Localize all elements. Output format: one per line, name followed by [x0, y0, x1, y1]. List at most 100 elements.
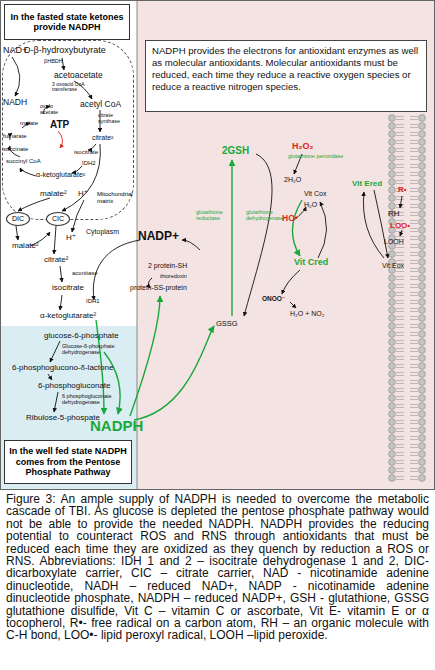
- lipid-tail: [396, 365, 418, 368]
- cytoplasm-band: [137, 0, 435, 490]
- pathway-label: citrate²: [92, 134, 113, 141]
- lipid-head: [389, 467, 396, 474]
- lipid-head: [419, 299, 426, 306]
- lipid-tail: [396, 157, 418, 160]
- lipid-head: [419, 267, 426, 274]
- pentose-band: [0, 326, 137, 490]
- lipid-head: [389, 371, 396, 378]
- lipid-tail: [396, 149, 418, 152]
- lipid-head: [419, 171, 426, 178]
- pathway-label: RH: [388, 210, 400, 218]
- lipid-head: [419, 123, 426, 130]
- pathway-label: H₂O: [304, 201, 317, 208]
- pathway-arrow: [50, 341, 60, 362]
- pathway-label: H₂O₂: [292, 142, 314, 151]
- lipid-head: [419, 115, 426, 122]
- lipid-tail: [396, 325, 418, 328]
- lipid-tail: [396, 357, 418, 360]
- figure-caption: Figure 3: An ample supply of NADPH is ne…: [6, 493, 429, 642]
- lipid-head: [419, 139, 426, 146]
- lipid-head: [389, 315, 396, 322]
- pathway-label: aconitase: [72, 270, 98, 276]
- lipid-head: [389, 147, 396, 154]
- lipid-tail: [396, 133, 418, 136]
- cell-membrane: [389, 115, 426, 482]
- lipid-tail: [396, 341, 418, 344]
- pathway-label: acetyl CoA: [80, 100, 121, 109]
- node-text: CIC: [47, 213, 69, 225]
- pathway-label: D-β-hydroxybutyrate: [24, 46, 106, 55]
- pathway-arrow: [16, 226, 18, 240]
- pathway-arrow: [400, 196, 402, 208]
- pathway-label: isocitrate: [74, 149, 98, 155]
- lipid-tail: [396, 277, 418, 280]
- lipid-head: [419, 251, 426, 258]
- lipid-head: [419, 363, 426, 370]
- lipid-head: [389, 435, 396, 442]
- lipid-head: [419, 323, 426, 330]
- lipid-tail: [396, 317, 418, 320]
- lipid-tail: [396, 413, 418, 416]
- lipid-head: [419, 259, 426, 266]
- pathway-label: ONOO⁻: [262, 296, 285, 303]
- lipid-head: [419, 187, 426, 194]
- pathway-label: glutathione dehydrogenase: [246, 210, 282, 222]
- pathway-arrow: [20, 168, 36, 176]
- lipid-head: [389, 475, 396, 482]
- lipid-tail: [396, 293, 418, 296]
- lipid-tail: [396, 309, 418, 312]
- pathway-label: βHBDH: [44, 59, 63, 65]
- pathway-label: malate²: [12, 242, 39, 250]
- lipid-head: [389, 171, 396, 178]
- lipid-tail: [396, 429, 418, 432]
- lipid-head: [389, 163, 396, 170]
- lipid-head: [389, 155, 396, 162]
- pathway-arrow: [18, 198, 50, 211]
- lipid-tail: [396, 165, 418, 168]
- pathway-arrow: [60, 266, 62, 282]
- lipid-head: [419, 467, 426, 474]
- pathway-arrow: [72, 200, 84, 232]
- lipid-head: [389, 331, 396, 338]
- pathway-label: glutathione peroxidase: [288, 154, 343, 160]
- pathway-arrow: [400, 230, 402, 236]
- pathway-label: 6-phosphogluconate: [38, 382, 111, 390]
- lipid-head: [419, 219, 426, 226]
- pathway-label: malate²: [40, 190, 67, 198]
- lipid-head: [419, 283, 426, 290]
- pathway-label: Vit Eox: [382, 262, 404, 269]
- lipid-head: [419, 419, 426, 426]
- lipid-head: [389, 291, 396, 298]
- lipid-head: [419, 195, 426, 202]
- lipid-head: [389, 355, 396, 362]
- lipid-head: [419, 451, 426, 458]
- lipid-tail: [396, 301, 418, 304]
- pathway-label: α-ketoglutarate²: [40, 312, 96, 320]
- lipid-tail: [396, 285, 418, 288]
- pathway-arrow: [130, 296, 160, 416]
- pathway-label: NADP+: [138, 230, 179, 243]
- lipid-head: [389, 299, 396, 306]
- lipid-head: [389, 379, 396, 386]
- lipid-head: [389, 363, 396, 370]
- lipid-head: [419, 475, 426, 482]
- pathway-label: acetoacetate: [54, 71, 103, 80]
- lipid-head: [419, 355, 426, 362]
- pathway-label: oxalo acetate: [40, 104, 62, 116]
- lipid-tail: [396, 181, 418, 184]
- pathway-label: Cytoplasm: [86, 228, 119, 235]
- lipid-tail: [396, 461, 418, 464]
- lipid-head: [419, 275, 426, 282]
- lipid-head: [389, 411, 396, 418]
- lipid-tail: [396, 437, 418, 440]
- pathway-label: succinyl CoA: [6, 158, 41, 164]
- pathway-label: HO•: [282, 214, 298, 223]
- pathway-arrow: [363, 192, 384, 258]
- lipid-head: [419, 395, 426, 402]
- lipid-head: [389, 451, 396, 458]
- info-box: NADPH provides the electrons for antioxi…: [145, 40, 427, 112]
- figure: In the fasted state ketones provide NADP…: [0, 0, 435, 490]
- pathway-label: 2 protein-SH: [148, 262, 187, 269]
- node-text: In the well fed state NADPH comes from t…: [9, 446, 127, 478]
- lipid-tail: [396, 405, 418, 408]
